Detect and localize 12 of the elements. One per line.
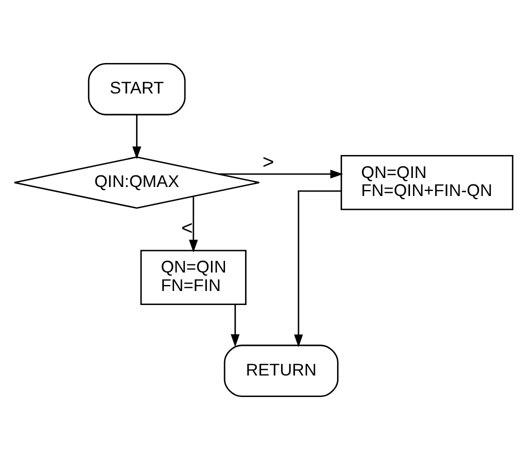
node-box: QN=QIN FN=FIN xyxy=(140,249,246,305)
arrow xyxy=(188,196,198,252)
arrow xyxy=(132,114,142,159)
node-box: START xyxy=(88,62,186,115)
arrow xyxy=(218,169,344,178)
node-diamond: QIN:QMAX xyxy=(14,156,260,208)
edge-label: > xyxy=(262,151,274,174)
arrow xyxy=(294,190,342,347)
node-box: RETURN xyxy=(224,344,339,397)
arrow xyxy=(230,304,240,346)
edge-label: < xyxy=(181,216,193,239)
node-box: QN=QIN FN=QIN+FIN-QN xyxy=(340,154,514,210)
